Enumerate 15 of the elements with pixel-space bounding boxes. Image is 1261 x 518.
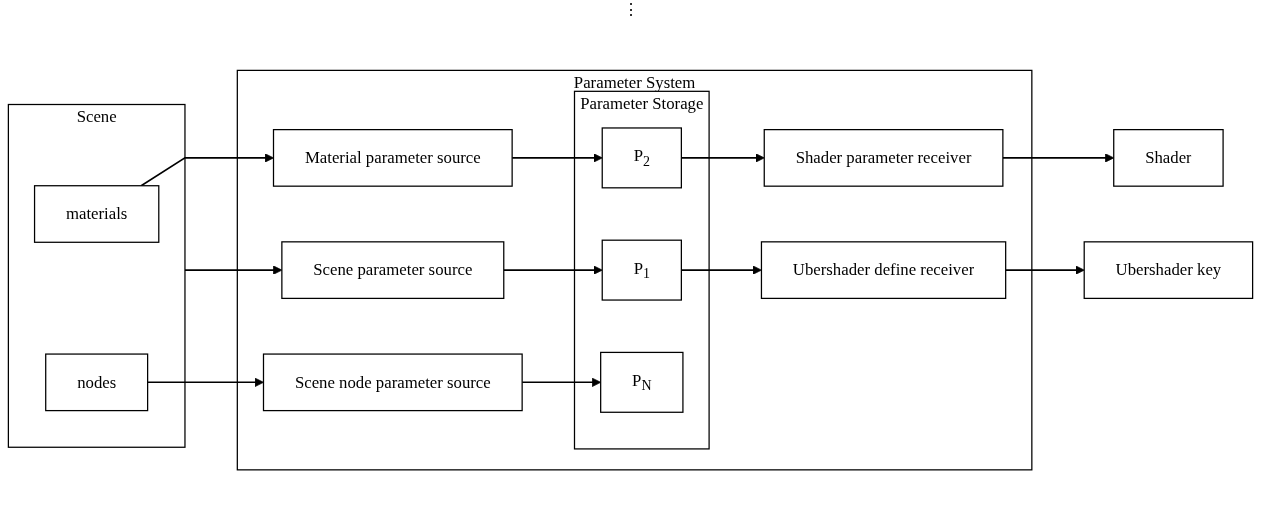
ellipsis-label: ⋮ bbox=[622, 1, 639, 18]
node-box: P$_{2}$ bbox=[601, 127, 682, 189]
node-box: Shader bbox=[1113, 128, 1224, 187]
node-box: P$_{1}$ bbox=[601, 239, 682, 301]
arrow bbox=[503, 265, 603, 275]
node-box: Ubershader define receiver bbox=[760, 241, 1007, 299]
node-box: Material parameter source bbox=[272, 128, 513, 187]
node-box: Scene parameter source bbox=[281, 241, 505, 299]
node-box: Shader parameter receiver bbox=[763, 128, 1004, 187]
node-box: nodes bbox=[45, 353, 149, 412]
node-box: materials bbox=[33, 185, 160, 243]
arrow bbox=[140, 153, 274, 187]
node-box: Scene node parameter source bbox=[262, 353, 523, 412]
node-box: P$_{N}$ bbox=[600, 351, 684, 413]
node-box: Ubershader key bbox=[1083, 241, 1254, 299]
